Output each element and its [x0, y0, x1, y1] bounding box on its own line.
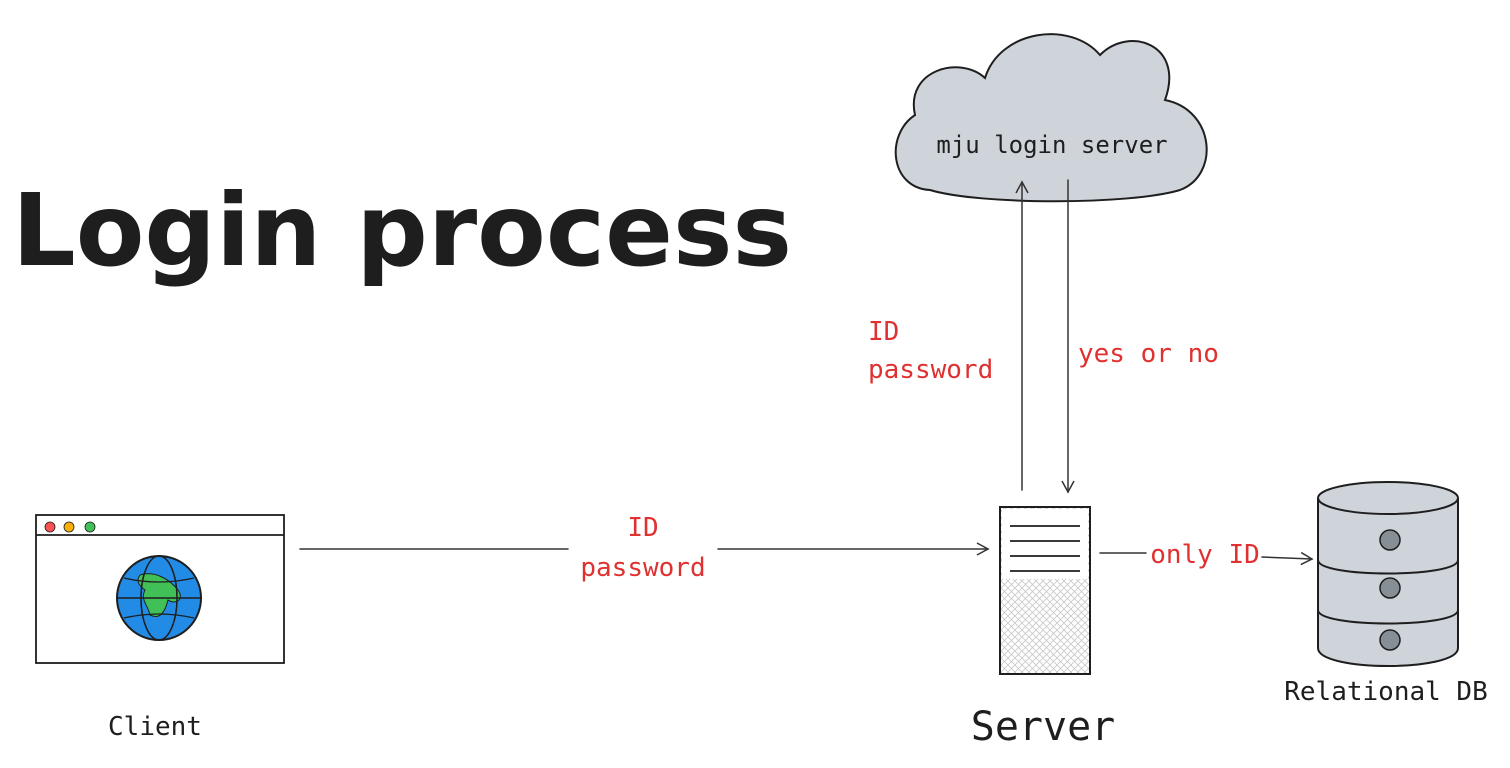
arrow-server-to-db-segment-2 [1261, 551, 1314, 566]
server-label: Server [971, 704, 1116, 750]
cloud-node: mju login server [894, 33, 1208, 203]
edge-label-only-id: only ID [1150, 540, 1260, 570]
edge-label-server-cloud-password: password [868, 355, 993, 385]
page-title: Login process [12, 172, 792, 289]
edge-label-server-cloud-id: ID [868, 317, 899, 347]
database-indicator-icon [1379, 577, 1401, 599]
globe-icon [116, 555, 202, 641]
client-node: Client [35, 514, 285, 742]
edge-label-client-server-id: ID [627, 513, 658, 543]
edge-label-client-server-password: password [580, 553, 705, 583]
database-indicator-icon [1379, 529, 1401, 551]
browser-close-dot-icon [44, 521, 56, 533]
browser-maximize-dot-icon [84, 521, 96, 533]
database-top [1317, 481, 1459, 515]
edge-label-yes-or-no: yes or no [1078, 339, 1219, 369]
database-label: Relational DB [1284, 677, 1488, 707]
cloud-shape [894, 33, 1208, 203]
browser-minimize-dot-icon [63, 521, 75, 533]
database-divider [1317, 609, 1459, 625]
database-indicator-icon [1379, 629, 1401, 651]
database-node: Relational DB [1284, 481, 1488, 707]
client-label: Client [108, 712, 202, 742]
database-divider [1317, 559, 1459, 575]
cloud-label: mju login server [936, 131, 1167, 159]
server-node: Server [971, 506, 1116, 750]
